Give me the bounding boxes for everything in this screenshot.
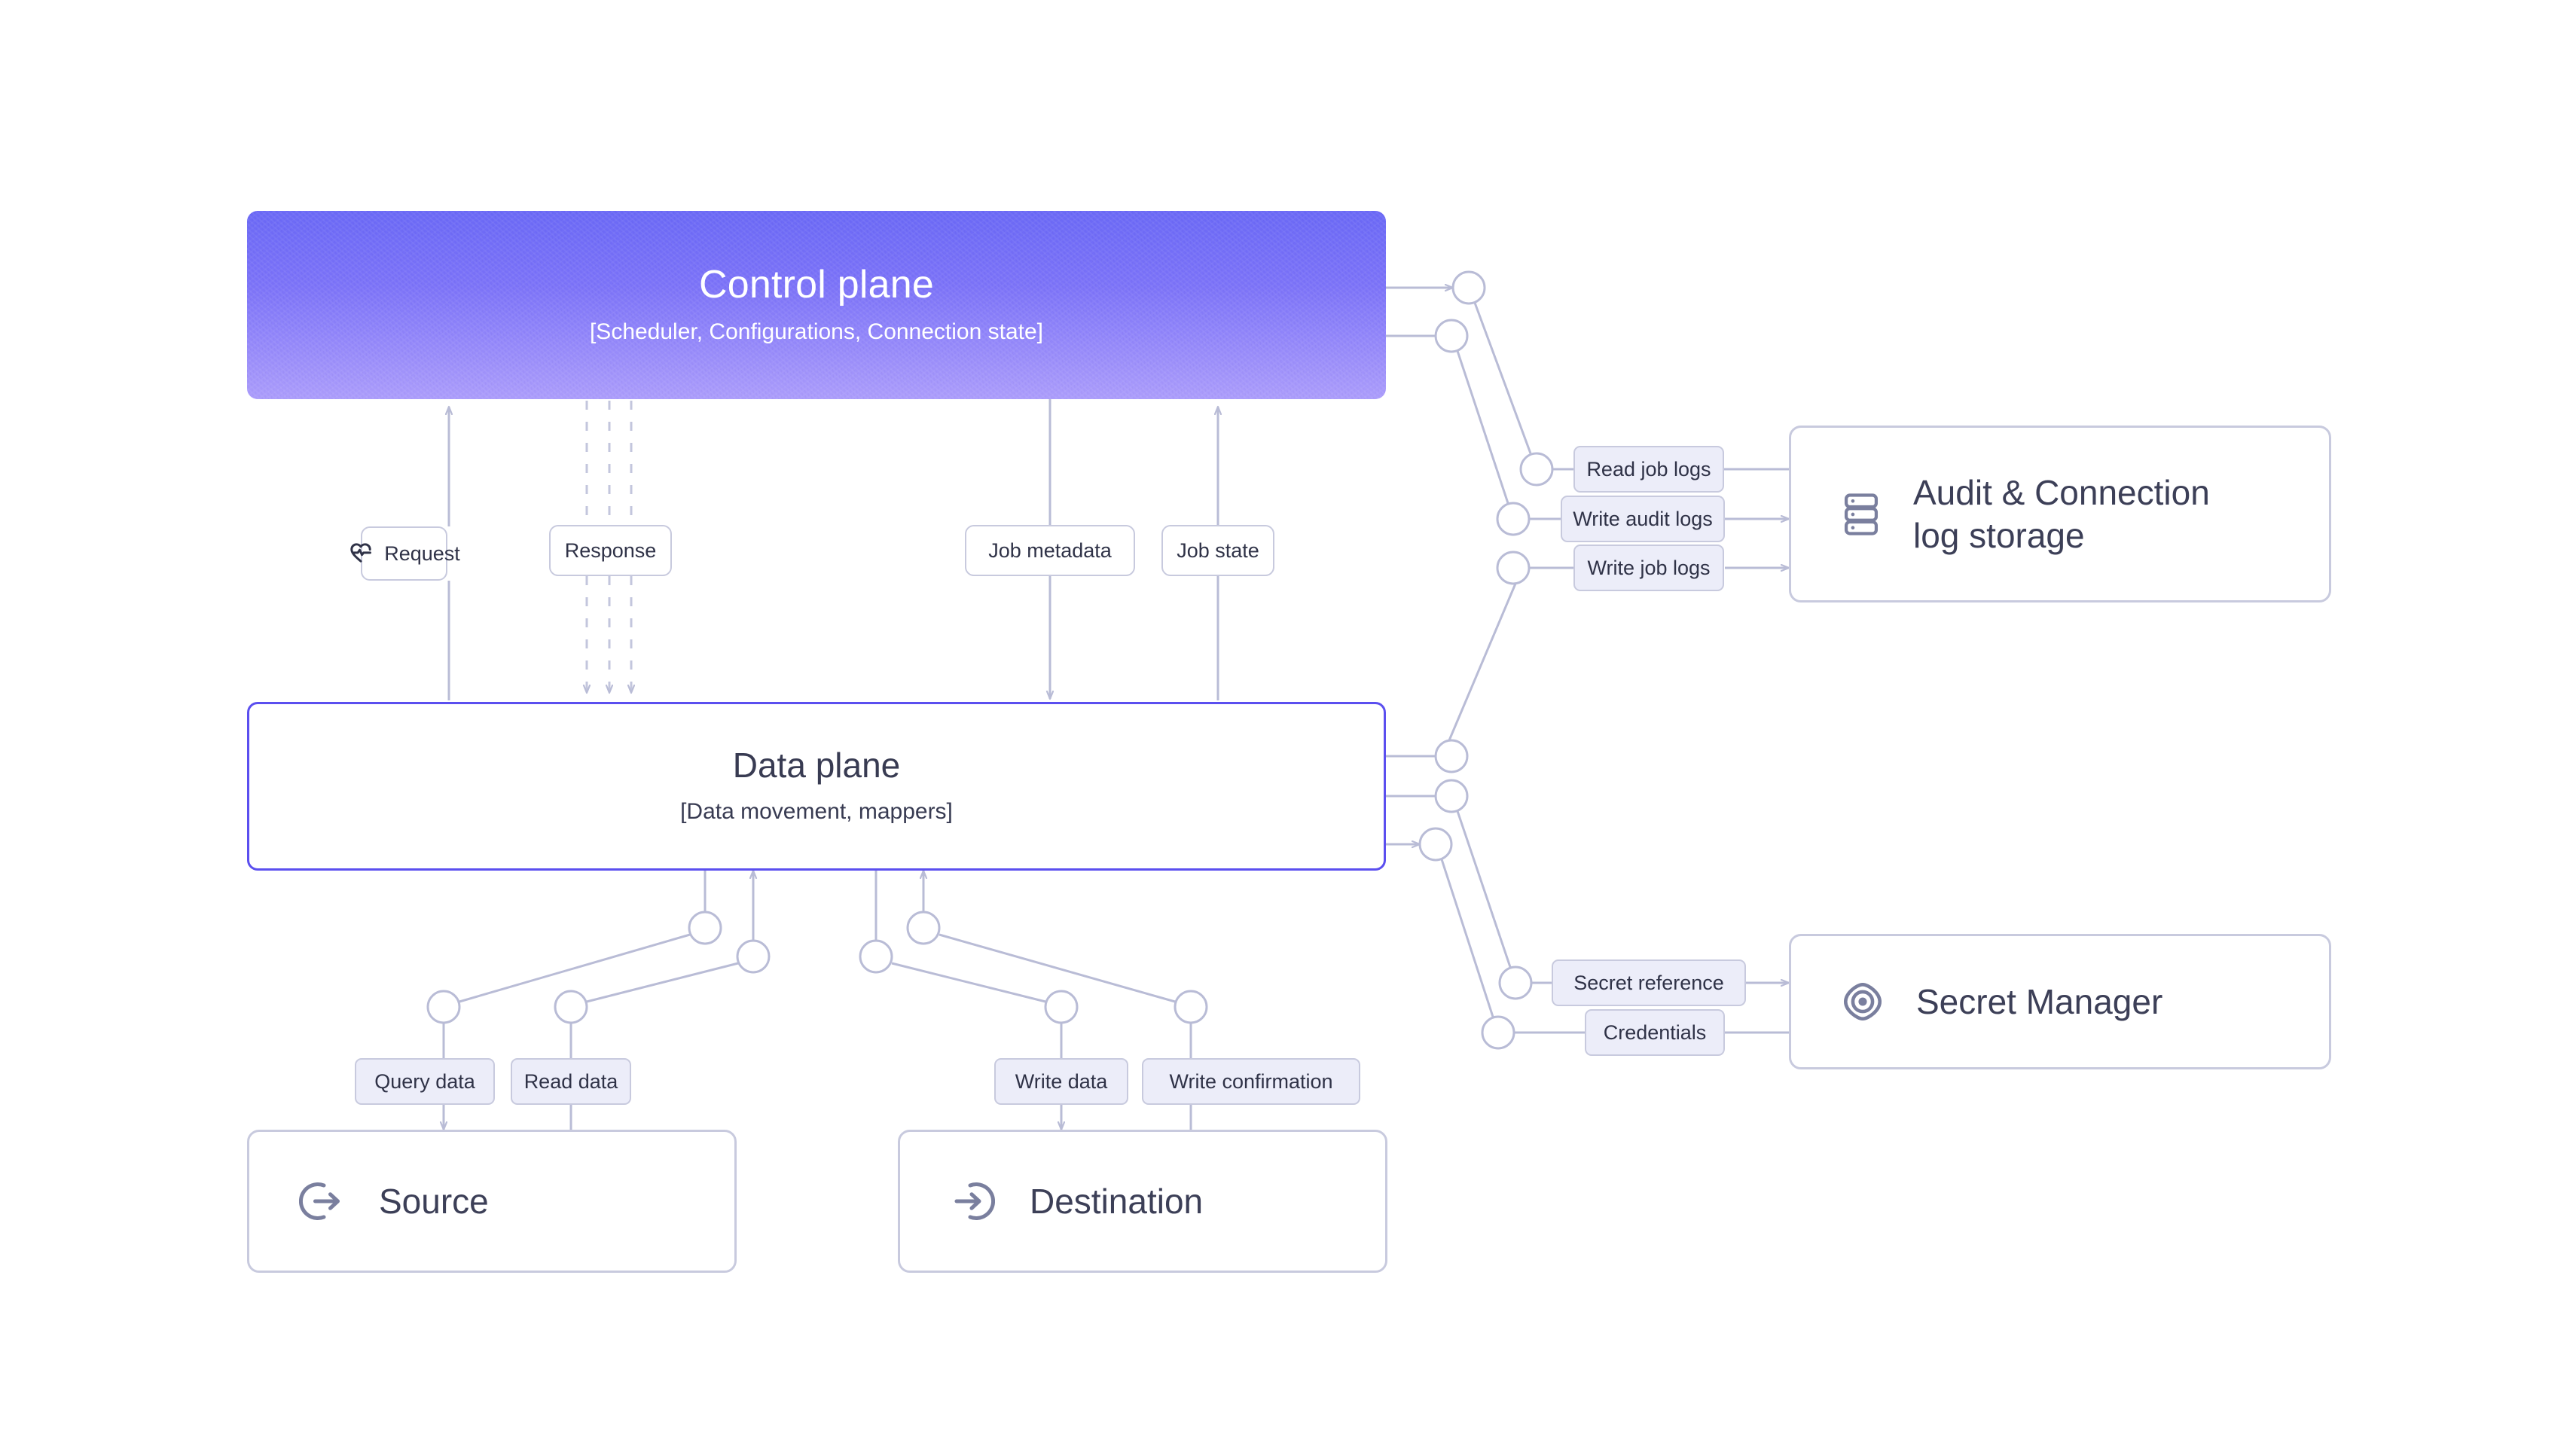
audit-log-storage-node[interactable]: Audit & Connection log storage bbox=[1789, 426, 2331, 602]
connector-dot bbox=[1434, 319, 1469, 353]
edge-label-request[interactable]: Request bbox=[350, 526, 460, 581]
wire-group-audit bbox=[1386, 270, 1789, 773]
heart-pulse-icon bbox=[348, 541, 374, 566]
edge-label-read-data-text: Read data bbox=[523, 1069, 618, 1093]
log-in-circle-icon bbox=[950, 1179, 995, 1224]
wire-writejoblogs-diag bbox=[1448, 583, 1517, 741]
edge-label-write-job-logs-text: Write job logs bbox=[1587, 556, 1711, 579]
edge-label-read-job-logs[interactable]: Read job logs bbox=[1573, 446, 1724, 493]
edge-label-job-state[interactable]: Job state bbox=[1161, 525, 1274, 576]
connector-dot bbox=[859, 939, 893, 974]
data-plane-title: Data plane bbox=[732, 746, 901, 785]
data-plane-node[interactable]: Data plane [Data movement, mappers] bbox=[247, 702, 1386, 871]
edge-label-read-job-logs-text: Read job logs bbox=[1586, 457, 1711, 480]
wire-group-left bbox=[449, 399, 1218, 700]
connector-dot bbox=[554, 990, 588, 1024]
source-label: Source bbox=[379, 1182, 489, 1221]
edge-label-write-data[interactable]: Write data bbox=[994, 1058, 1128, 1105]
eye-target-icon bbox=[1841, 980, 1885, 1023]
wire-group-source bbox=[426, 871, 771, 1130]
source-node[interactable]: Source bbox=[247, 1130, 737, 1273]
wire-writeauditlogs-diag bbox=[1456, 350, 1509, 504]
data-plane-subtitle: [Data movement, mappers] bbox=[680, 799, 953, 824]
edge-label-credentials-text: Credentials bbox=[1603, 1020, 1707, 1044]
connector-dot bbox=[426, 990, 461, 1024]
connector-dot bbox=[1451, 270, 1486, 305]
control-plane-title: Control plane bbox=[699, 263, 934, 307]
destination-node[interactable]: Destination bbox=[898, 1130, 1387, 1273]
edge-label-secret-reference-text: Secret reference bbox=[1573, 971, 1724, 994]
database-server-icon bbox=[1841, 491, 1882, 538]
wire-querydata-diag bbox=[459, 933, 691, 1003]
edge-label-job-state-text: Job state bbox=[1177, 538, 1259, 562]
connector-dot bbox=[1434, 739, 1469, 773]
connector-dot bbox=[1044, 990, 1079, 1024]
secret-manager-node[interactable]: Secret Manager bbox=[1789, 934, 2331, 1069]
connector-dot bbox=[1174, 990, 1208, 1024]
edge-label-request-text: Request bbox=[384, 541, 460, 565]
connector-dot bbox=[1418, 827, 1453, 862]
edge-label-read-data[interactable]: Read data bbox=[511, 1058, 631, 1105]
wire-secretref-diag bbox=[1456, 810, 1512, 968]
edge-label-write-confirmation-text: Write confirmation bbox=[1169, 1069, 1333, 1093]
connector-dot bbox=[1519, 452, 1554, 487]
wire-group-destination bbox=[859, 871, 1208, 1130]
wire-credentials-diag bbox=[1440, 859, 1494, 1017]
wire-readdata-diag bbox=[586, 962, 739, 1003]
connector-dot bbox=[688, 911, 722, 945]
wire-writeconf-diag bbox=[939, 933, 1176, 1003]
edge-label-response-text: Response bbox=[564, 538, 657, 562]
edge-label-credentials[interactable]: Credentials bbox=[1585, 1009, 1725, 1056]
connector-dot bbox=[736, 939, 771, 974]
edge-label-write-confirmation[interactable]: Write confirmation bbox=[1142, 1058, 1360, 1105]
edge-label-write-data-text: Write data bbox=[1015, 1069, 1108, 1093]
edge-label-job-metadata[interactable]: Job metadata bbox=[965, 525, 1135, 576]
connector-dot bbox=[1481, 1015, 1515, 1050]
destination-label: Destination bbox=[1030, 1182, 1204, 1221]
edge-label-write-audit-logs-text: Write audit logs bbox=[1573, 507, 1713, 530]
edge-label-secret-reference[interactable]: Secret reference bbox=[1552, 959, 1746, 1006]
connector-dot bbox=[1434, 779, 1469, 813]
control-plane-subtitle: [Scheduler, Configurations, Connection s… bbox=[589, 319, 1044, 344]
edge-label-response[interactable]: Response bbox=[549, 525, 672, 576]
edge-label-query-data-text: Query data bbox=[374, 1069, 475, 1093]
control-plane-node[interactable]: Control plane [Scheduler, Configurations… bbox=[247, 211, 1386, 399]
log-out-circle-icon bbox=[299, 1179, 344, 1224]
connector-dot bbox=[1496, 502, 1531, 536]
edge-label-write-audit-logs[interactable]: Write audit logs bbox=[1561, 496, 1725, 542]
wire-readjoblogs-diag bbox=[1473, 302, 1532, 454]
connector-dot bbox=[1498, 966, 1533, 1000]
secret-manager-label: Secret Manager bbox=[1916, 982, 2163, 1021]
wire-writedata-diag bbox=[891, 962, 1046, 1003]
wire-group-secret bbox=[1386, 779, 1789, 1050]
audit-log-storage-label: Audit & Connection log storage bbox=[1913, 473, 2210, 555]
connector-dot bbox=[1496, 551, 1531, 585]
edge-label-query-data[interactable]: Query data bbox=[355, 1058, 495, 1105]
edge-label-write-job-logs[interactable]: Write job logs bbox=[1573, 545, 1724, 591]
connector-dot bbox=[906, 911, 941, 945]
edge-label-job-metadata-text: Job metadata bbox=[988, 538, 1112, 562]
